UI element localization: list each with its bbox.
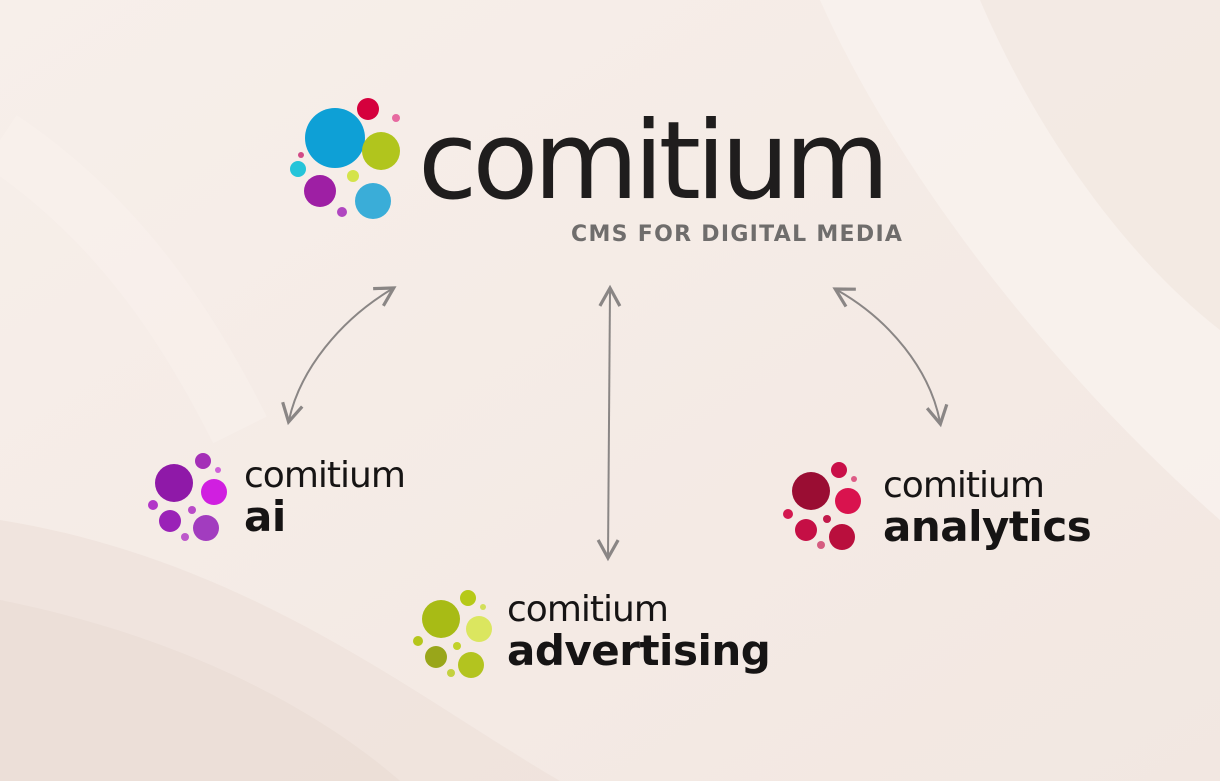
comitium-analytics-logo-icon: [783, 462, 861, 550]
product-name: ai: [244, 492, 286, 541]
product-name: analytics: [883, 502, 1092, 551]
comitium-logo-icon: [290, 98, 400, 219]
arrow-main-to-analytics: [832, 287, 949, 428]
product-prefix: comitium: [244, 455, 406, 496]
product-comitium-advertising: comitium advertising: [507, 589, 771, 675]
arrow-main-to-ai: [281, 286, 397, 426]
arrow-main-to-advertising: [596, 284, 622, 562]
product-prefix: comitium: [883, 465, 1045, 506]
comitium-wordmark: comitium: [418, 99, 890, 224]
product-name: advertising: [507, 626, 771, 675]
product-comitium-analytics: comitium analytics: [883, 465, 1092, 551]
comitium-advertising-logo-icon: [413, 590, 492, 678]
tagline: CMS FOR DIGITAL MEDIA: [571, 222, 904, 247]
product-prefix: comitium: [507, 589, 669, 630]
comitium-ai-logo-icon: [148, 453, 227, 541]
product-comitium-ai: comitium ai: [244, 455, 406, 541]
